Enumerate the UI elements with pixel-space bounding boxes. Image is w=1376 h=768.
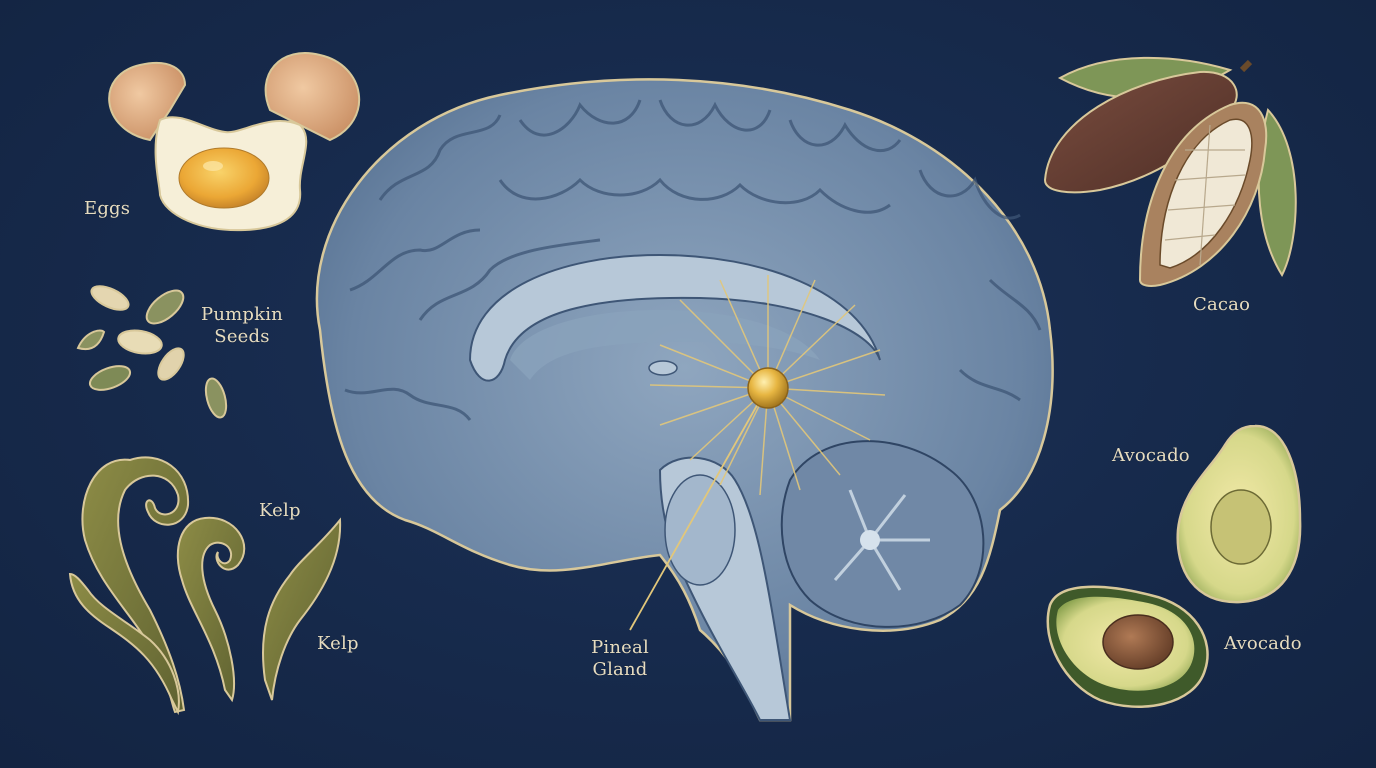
kelp-label-lower: Kelp: [317, 633, 359, 654]
avocado-label-lower: Avocado: [1224, 633, 1302, 654]
pumpkin-seeds-label: Pumpkin Seeds: [196, 304, 288, 348]
pumpkin-seeds-label-line2: Seeds: [214, 326, 270, 347]
cacao-label: Cacao: [1193, 294, 1251, 315]
pumpkin-seeds-label-line1: Pumpkin: [201, 304, 283, 325]
pineal-gland-label: Pineal Gland: [580, 637, 660, 681]
eggs-label: Eggs: [84, 198, 131, 219]
kelp-label-upper: Kelp: [259, 500, 301, 521]
brain-illustration: [315, 78, 1054, 722]
eggs-illustration: [108, 52, 361, 232]
avocado-illustration: [1046, 424, 1302, 708]
pineal-gland-label-line1: Pineal: [591, 637, 649, 658]
pineal-gland-label-line2: Gland: [592, 659, 648, 680]
pumpkin-seeds-illustration: [76, 285, 228, 419]
avocado-label-upper: Avocado: [1112, 445, 1190, 466]
pineal-gland-highlight: [747, 367, 789, 409]
cacao-illustration: [1043, 56, 1297, 287]
kelp-illustration: [68, 456, 342, 716]
pineal-pointer-line: [629, 399, 761, 631]
